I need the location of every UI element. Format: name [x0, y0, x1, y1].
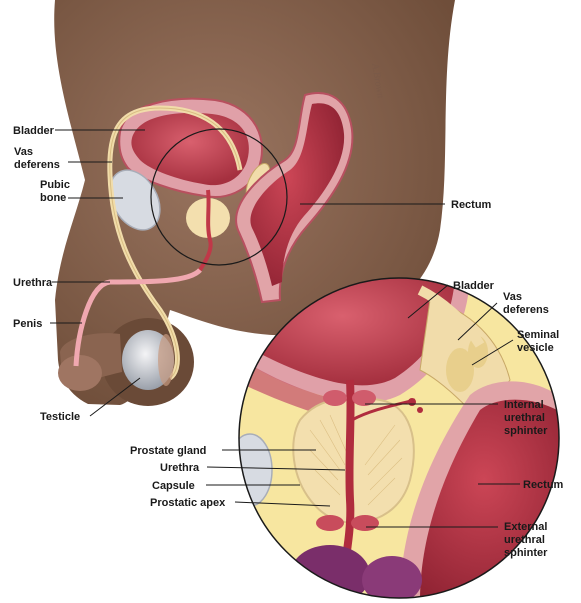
label-urethra: Urethra: [13, 277, 53, 289]
label-vas-deferens: Vas deferens: [14, 146, 60, 171]
label-prostate-gland: Prostate gland: [130, 445, 206, 457]
label-rectum-zoom: Rectum: [523, 479, 564, 491]
label-bladder: Bladder: [13, 125, 55, 137]
label-vas-line2: deferens: [14, 159, 60, 171]
glans: [58, 355, 102, 391]
label-external-sphincter: External urethral sphinter: [504, 521, 550, 559]
label-pubic-bone: Pubic bone: [40, 179, 73, 204]
zoom-source-circle: [150, 128, 288, 266]
label-prostatic-apex: Prostatic apex: [150, 497, 226, 509]
label-urethra-zoom: Urethra: [160, 462, 200, 474]
label-bladder-zoom: Bladder: [453, 280, 495, 292]
label-internal-sphincter: Internal urethral sphinter: [504, 399, 548, 437]
label-seminal-vesicle: Seminal vesicle: [517, 329, 562, 354]
label-vas-deferens-zoom: Vas deferens: [503, 291, 549, 316]
label-penis: Penis: [13, 318, 42, 330]
urethra-small: [198, 189, 213, 272]
zoom-inset-border: [238, 277, 560, 599]
label-capsule: Capsule: [152, 480, 195, 492]
label-rectum: Rectum: [451, 199, 492, 211]
label-vas-line1: Vas: [14, 146, 33, 158]
label-testicle: Testicle: [40, 411, 80, 423]
